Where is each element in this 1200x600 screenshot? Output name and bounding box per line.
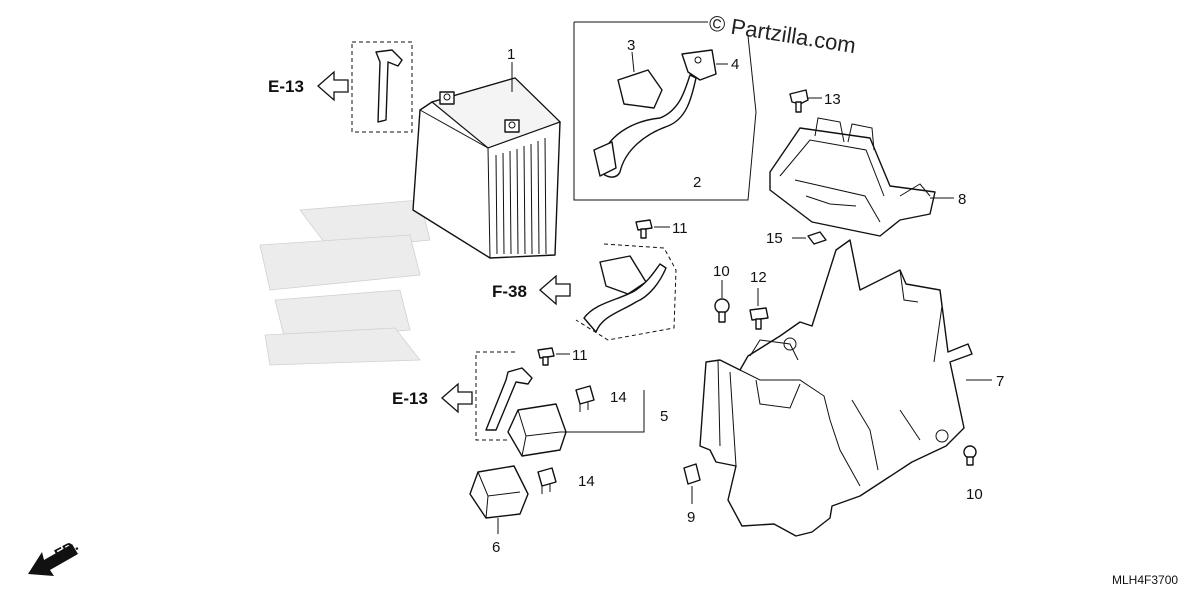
callout-13: 13 [824, 91, 841, 108]
relay-part-6[interactable] [469, 465, 529, 519]
ref-f38-arrow[interactable]: F-38 [492, 274, 571, 306]
ref-e13-bottom-arrow[interactable]: E-13 [392, 382, 473, 414]
callout-10-left: 10 [713, 263, 730, 280]
front-direction-arrow: FR. [28, 537, 81, 576]
fuse-box-part-5[interactable] [507, 403, 567, 457]
callout-14-lower: 14 [578, 473, 595, 490]
ref-label-f38[interactable]: F-38 [492, 282, 527, 301]
fuse-part-14-upper[interactable] [575, 385, 595, 412]
callout-12: 12 [750, 269, 767, 286]
bolt-part-10-right[interactable] [963, 445, 977, 466]
callout-2: 2 [693, 174, 701, 191]
bolt-part-13[interactable] [789, 89, 809, 113]
fuse-part-14-lower[interactable] [537, 467, 557, 494]
watermark-text: © Partzilla.com [707, 10, 857, 58]
callout-14-upper: 14 [610, 389, 627, 406]
dashed-cable-group-top [351, 41, 413, 133]
callout-11-lower: 11 [572, 347, 588, 364]
cable-assembly-box-part-2[interactable] [573, 21, 757, 201]
callout-10-right: 10 [966, 486, 983, 503]
clip-part-9[interactable] [683, 463, 701, 485]
callout-8: 8 [958, 191, 966, 208]
callout-4: 4 [731, 56, 739, 73]
battery-part-1[interactable] [412, 77, 562, 259]
diagram-code: MLH4F3700 [1112, 573, 1178, 587]
callout-6: 6 [492, 539, 500, 556]
bolt-part-12[interactable] [749, 307, 769, 330]
callout-11-upper: 11 [672, 220, 688, 237]
callout-3: 3 [627, 37, 635, 54]
callout-1: 1 [507, 46, 515, 63]
dashed-cable-group-bottom [475, 351, 533, 441]
bolt-part-11-upper[interactable] [635, 219, 653, 239]
bolt-part-10-left[interactable] [714, 298, 730, 323]
callout-5: 5 [660, 408, 668, 425]
ref-e13-top-arrow[interactable]: E-13 [268, 70, 349, 102]
battery-tray-part-8[interactable] [769, 117, 936, 237]
callout-9: 9 [687, 509, 695, 526]
clip-part-15[interactable] [807, 231, 827, 245]
battery-case-part-7[interactable] [699, 239, 973, 537]
dashed-cable-group-f38 [575, 243, 677, 341]
callout-7: 7 [996, 373, 1004, 390]
bolt-part-11-lower[interactable] [537, 347, 555, 366]
faded-background-drawing [259, 199, 431, 366]
callout-15: 15 [766, 230, 783, 247]
ref-label-e13-top[interactable]: E-13 [268, 77, 304, 96]
ref-label-e13-bottom[interactable]: E-13 [392, 389, 428, 408]
